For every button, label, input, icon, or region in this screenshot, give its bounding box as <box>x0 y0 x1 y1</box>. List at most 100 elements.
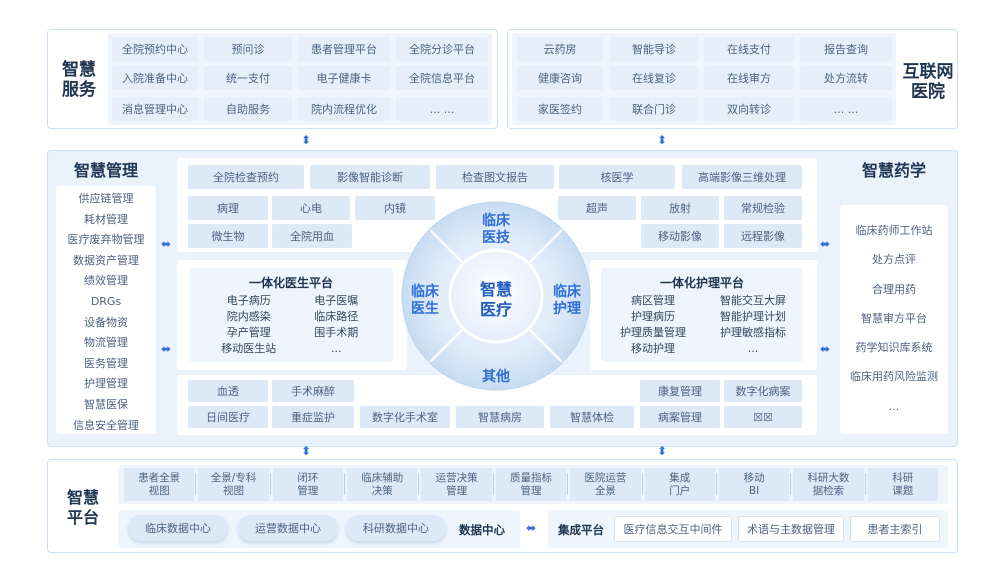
management-item[interactable]: 设备物资 <box>84 315 128 329</box>
internet-hospital-item[interactable]: 报告查询 <box>800 37 892 61</box>
management-item[interactable]: 护理管理 <box>84 377 128 391</box>
doctor-platform-item[interactable]: 移动医生站 <box>221 342 277 355</box>
management-item[interactable]: 信息安全管理 <box>73 418 139 432</box>
data-center-item[interactable]: 运营数据中心 <box>238 515 338 541</box>
internet-hospital-item[interactable]: 在线复诊 <box>610 66 698 90</box>
tech-item[interactable]: 检查图文报告 <box>436 165 554 189</box>
tech-item[interactable]: 远程影像 <box>724 224 802 248</box>
internet-hospital-item[interactable]: 双向转诊 <box>704 97 794 121</box>
nurse-platform-item[interactable]: 智能交互大屏 <box>720 294 786 307</box>
doctor-platform-item[interactable]: 院内感染 <box>226 310 271 323</box>
service-item[interactable]: 入院准备中心 <box>112 66 198 90</box>
doctor-platform-item[interactable]: 临床路径 <box>314 310 359 323</box>
internet-hospital-item[interactable]: 云药房 <box>517 37 603 61</box>
pharmacy-item[interactable]: 处方点评 <box>872 253 916 267</box>
tech-item[interactable]: 移动影像 <box>641 224 719 248</box>
other-item[interactable]: 智慧体检 <box>550 406 634 428</box>
tech-item[interactable]: 微生物 <box>188 224 268 248</box>
service-item[interactable]: 电子健康卡 <box>298 66 390 90</box>
internet-hospital-item[interactable]: 在线审方 <box>704 66 794 90</box>
nurse-platform-item[interactable]: 智能护理计划 <box>720 310 786 323</box>
integration-item[interactable]: 术语与主数据管理 <box>738 516 844 542</box>
platform-module[interactable]: 科研大数据检索 <box>793 468 864 501</box>
service-item[interactable]: 统一支付 <box>204 66 292 90</box>
pharmacy-item[interactable]: 临床用药风险监测 <box>850 370 938 384</box>
integration-item[interactable]: 患者主索引 <box>850 516 940 542</box>
management-item[interactable]: 智慧医保 <box>84 397 128 411</box>
nurse-platform-item[interactable]: 护理敏感指标 <box>720 326 786 339</box>
platform-module[interactable]: 临床辅助决策 <box>347 468 418 501</box>
service-item[interactable]: 自助服务 <box>204 97 292 121</box>
service-item[interactable]: 全院分诊平台 <box>396 37 488 61</box>
service-item[interactable]: 消息管理中心 <box>112 97 198 121</box>
other-item[interactable]: 血透 <box>188 380 268 402</box>
management-item[interactable]: 供应链管理 <box>78 192 134 205</box>
other-item[interactable]: 日间医疗 <box>188 406 268 428</box>
nurse-platform-item[interactable]: 病区管理 <box>631 294 675 307</box>
internet-hospital-item[interactable]: 在线支付 <box>704 37 794 61</box>
management-item[interactable]: 耗材管理 <box>84 212 128 226</box>
data-center-item[interactable]: 临床数据中心 <box>128 515 228 541</box>
tech-item[interactable]: 放射 <box>641 196 719 220</box>
platform-module[interactable]: 患者全景视图 <box>124 468 195 501</box>
internet-hospital-item[interactable]: 健康咨询 <box>517 66 603 90</box>
pharmacy-item[interactable]: 智慧审方平台 <box>861 311 927 325</box>
service-item[interactable]: 院内流程优化 <box>298 97 390 121</box>
service-item[interactable]: 全院信息平台 <box>396 66 488 90</box>
doctor-platform-item[interactable]: 电子医嘱 <box>314 294 359 307</box>
other-item[interactable]: ☒☒ <box>724 406 802 428</box>
other-item[interactable]: 康复管理 <box>640 380 720 402</box>
management-item[interactable]: 数据资产管理 <box>73 253 139 267</box>
platform-module[interactable]: 运营决策管理 <box>421 468 492 501</box>
tech-item[interactable]: 内镜 <box>355 196 435 220</box>
platform-module[interactable]: 集成门户 <box>644 468 715 501</box>
internet-hospital-item[interactable]: 家医签约 <box>517 97 603 121</box>
service-item[interactable]: 全院预约中心 <box>112 37 198 61</box>
other-item[interactable]: 智慧病房 <box>456 406 544 428</box>
internet-hospital-item[interactable]: 处方流转 <box>800 66 892 90</box>
service-item[interactable]: 患者管理平台 <box>298 37 390 61</box>
tech-item[interactable]: 心电 <box>272 196 350 220</box>
service-item[interactable]: ... ... <box>396 97 488 121</box>
tech-item[interactable]: 全院检查预约 <box>188 165 304 189</box>
internet-hospital-item[interactable]: ... ... <box>800 97 892 121</box>
management-item[interactable]: 医疗废弃物管理 <box>67 233 145 247</box>
nurse-platform-item[interactable]: 护理质量管理 <box>620 326 686 339</box>
pharmacy-item[interactable]: 合理用药 <box>872 282 916 296</box>
internet-hospital-item[interactable]: 联合门诊 <box>610 97 698 121</box>
tech-item[interactable]: 超声 <box>558 196 636 220</box>
platform-module[interactable]: 闭环管理 <box>272 468 344 501</box>
management-item[interactable]: 绩效管理 <box>84 274 128 288</box>
other-item[interactable]: 病案管理 <box>640 406 720 428</box>
data-center-item[interactable]: 科研数据中心 <box>346 515 446 541</box>
other-item[interactable]: 重症监护 <box>272 406 354 428</box>
pharmacy-item[interactable]: ... <box>888 399 900 413</box>
other-item[interactable]: 数字化手术室 <box>360 406 450 428</box>
doctor-platform-item[interactable]: 围手术期 <box>314 326 359 339</box>
nurse-platform-item[interactable]: ... <box>747 342 759 355</box>
tech-item[interactable]: 高端影像三维处理 <box>682 165 802 189</box>
doctor-platform-item[interactable]: 孕产管理 <box>226 326 271 339</box>
tech-item[interactable]: 全院用血 <box>272 224 352 248</box>
tech-item[interactable]: 常规检验 <box>724 196 802 220</box>
platform-module[interactable]: 医院运营全景 <box>570 468 641 501</box>
tech-item[interactable]: 病理 <box>188 196 268 220</box>
pharmacy-item[interactable]: 临床药师工作站 <box>855 224 933 237</box>
pharmacy-item[interactable]: 药学知识库系统 <box>855 341 933 355</box>
management-item[interactable]: 物流管理 <box>84 336 128 350</box>
tech-item[interactable]: 核医学 <box>559 165 675 189</box>
management-item[interactable]: DRGs <box>90 294 122 308</box>
other-item[interactable]: 数字化病案 <box>724 380 802 402</box>
management-item[interactable]: 医务管理 <box>84 356 128 370</box>
doctor-platform-item[interactable]: 电子病历 <box>226 294 271 307</box>
doctor-platform-item[interactable]: ... <box>331 342 342 355</box>
platform-module[interactable]: 科研课题 <box>867 468 938 501</box>
platform-module[interactable]: 全景/专科视图 <box>198 468 269 501</box>
internet-hospital-item[interactable]: 智能导诊 <box>610 37 698 61</box>
integration-item[interactable]: 医疗信息交互中间件 <box>614 516 732 542</box>
nurse-platform-item[interactable]: 护理病历 <box>631 310 675 323</box>
other-item[interactable]: 手术麻醉 <box>272 380 354 402</box>
platform-module[interactable]: 质量指标管理 <box>495 468 567 501</box>
tech-item[interactable]: 影像智能诊断 <box>310 165 430 189</box>
